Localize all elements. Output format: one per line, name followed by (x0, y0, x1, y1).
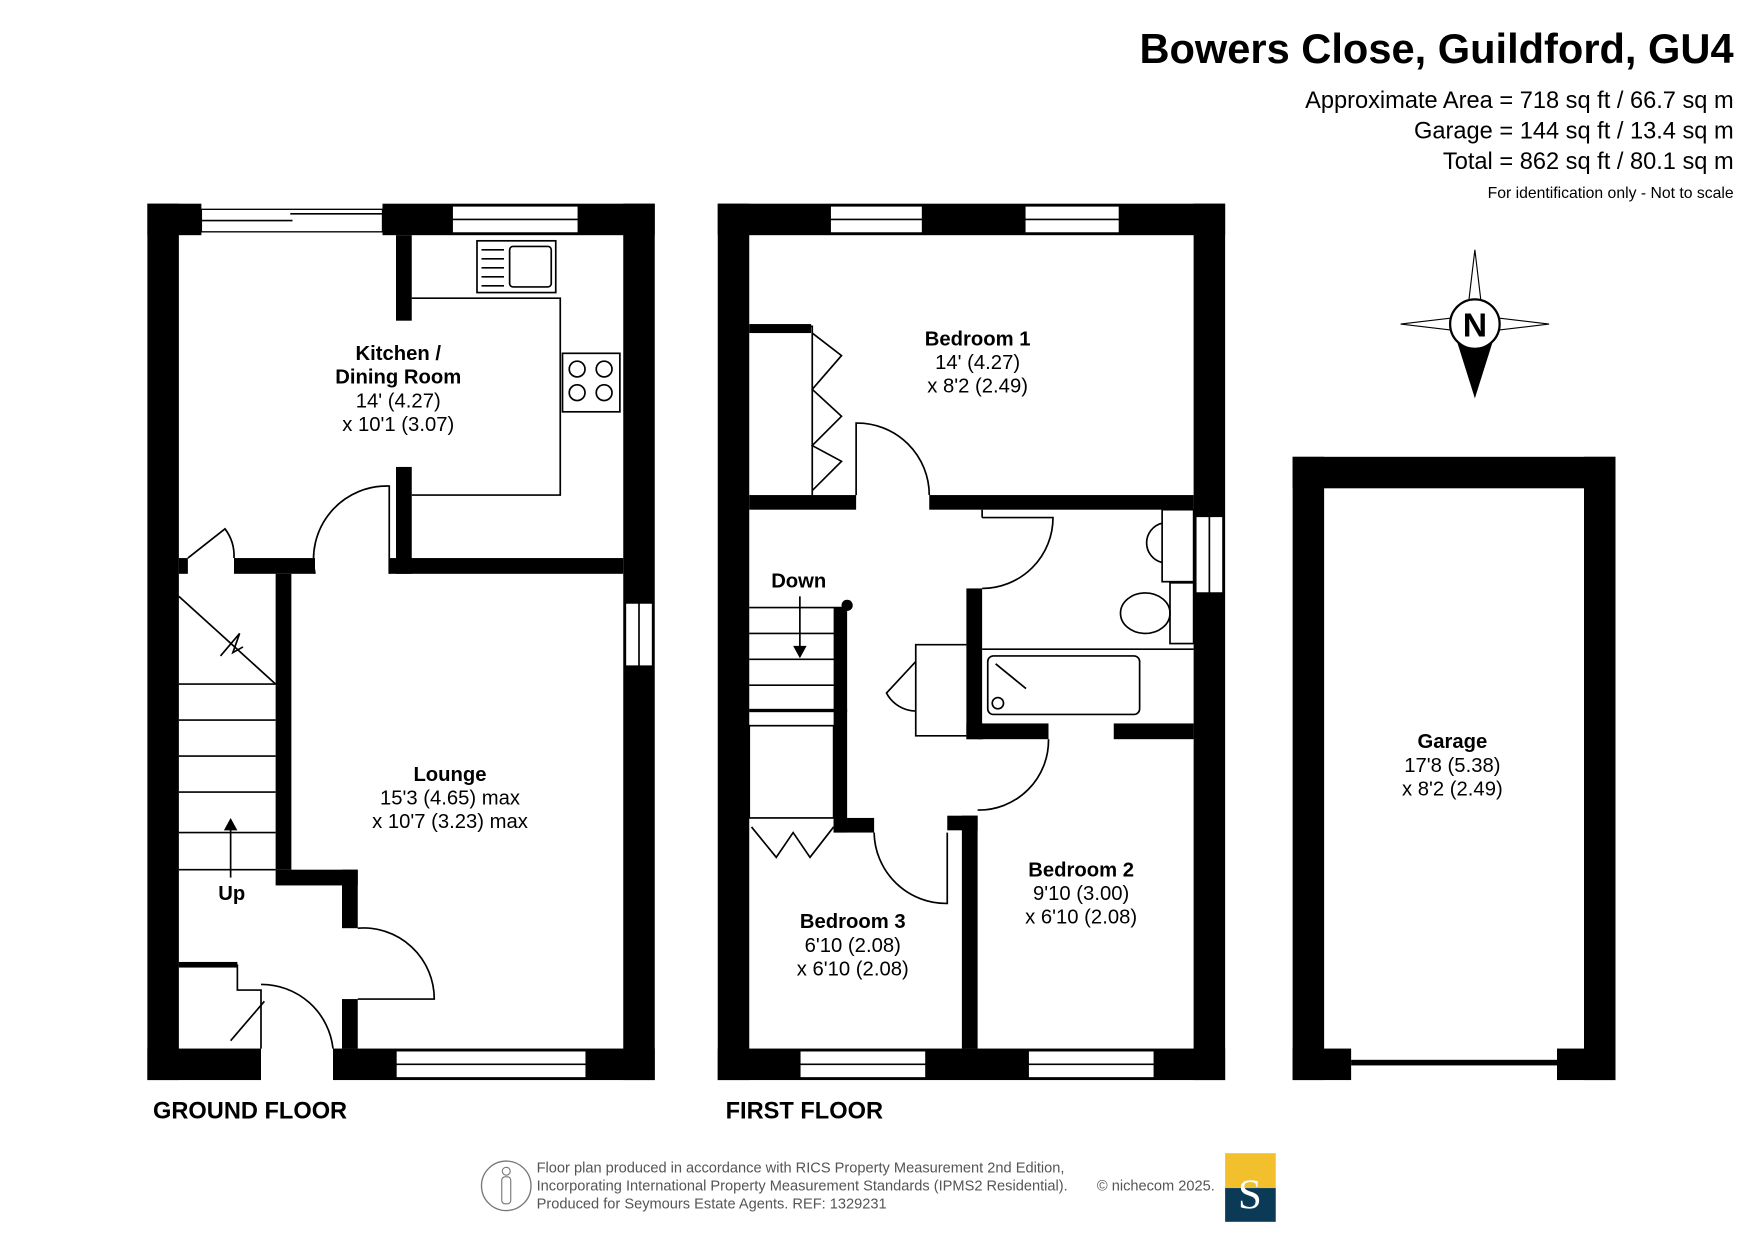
garage-dim-1: 17'8 (5.38) (1404, 755, 1500, 777)
bedroom3-dim-2: x 6'10 (2.08) (797, 958, 909, 980)
bedroom3-dim-1: 6'10 (2.08) (805, 935, 901, 957)
bedroom1-name: Bedroom 1 (925, 328, 1031, 350)
kitchen-dim-2: x 10'1 (3.07) (342, 414, 454, 436)
ground-floor-plan: Up Kitchen / Dining Room 14' (4.27) x 10… (147, 203, 655, 1124)
bedroom2-dim-1: 9'10 (3.00) (1033, 883, 1129, 905)
bedroom2-dim-2: x 6'10 (2.08) (1025, 907, 1137, 929)
kitchen-name-2: Dining Room (335, 367, 461, 389)
footer-line-2: Incorporating International Property Mea… (537, 1178, 1068, 1194)
page-title: Bowers Close, Guildford, GU4 (1139, 25, 1733, 72)
stairs-up-label: Up (218, 883, 245, 905)
total-area: Total = 862 sq ft / 80.1 sq m (1443, 149, 1734, 175)
bedroom1-dim-1: 14' (4.27) (935, 352, 1020, 374)
disclaimer: For identification only - Not to scale (1488, 185, 1734, 202)
bedroom2-name: Bedroom 2 (1028, 859, 1134, 881)
bedroom1-dim-2: x 8'2 (2.49) (927, 376, 1028, 398)
first-floor-label: FIRST FLOOR (726, 1098, 883, 1124)
kitchen-dim-1: 14' (4.27) (356, 390, 441, 412)
compass-icon: N (1400, 249, 1550, 399)
garage-plan: Garage 17'8 (5.38) x 8'2 (2.49) (1292, 456, 1616, 1081)
svg-text:S: S (1238, 1171, 1262, 1218)
garage-name: Garage (1417, 731, 1487, 753)
ground-floor-label: GROUND FLOOR (153, 1098, 347, 1124)
seymours-logo: S (1225, 1153, 1276, 1222)
garage-dim-2: x 8'2 (2.49) (1402, 778, 1503, 800)
stairs-down-label: Down (771, 570, 826, 592)
footer-copyright: © nichecom 2025. (1097, 1178, 1215, 1194)
first-floor-plan: Down Bedroom 1 14' (4.27) x 8'2 (2.49) B… (717, 203, 1226, 1124)
lounge-dim-1: 15'3 (4.65) max (380, 787, 520, 809)
footer: Floor plan produced in accordance with R… (480, 1153, 1276, 1222)
footer-line-1: Floor plan produced in accordance with R… (537, 1160, 1065, 1176)
kitchen-name: Kitchen / (355, 343, 441, 365)
approx-area: Approximate Area = 718 sq ft / 66.7 sq m (1305, 88, 1734, 114)
compass-north-label: N (1463, 306, 1487, 344)
garage-area: Garage = 144 sq ft / 13.4 sq m (1414, 118, 1734, 144)
bedroom3-name: Bedroom 3 (800, 911, 906, 933)
footer-line-3: Produced for Seymours Estate Agents. REF… (537, 1196, 887, 1212)
lounge-name: Lounge (413, 764, 486, 786)
person-scale-icon (480, 1160, 532, 1212)
lounge-dim-2: x 10'7 (3.23) max (372, 811, 528, 833)
